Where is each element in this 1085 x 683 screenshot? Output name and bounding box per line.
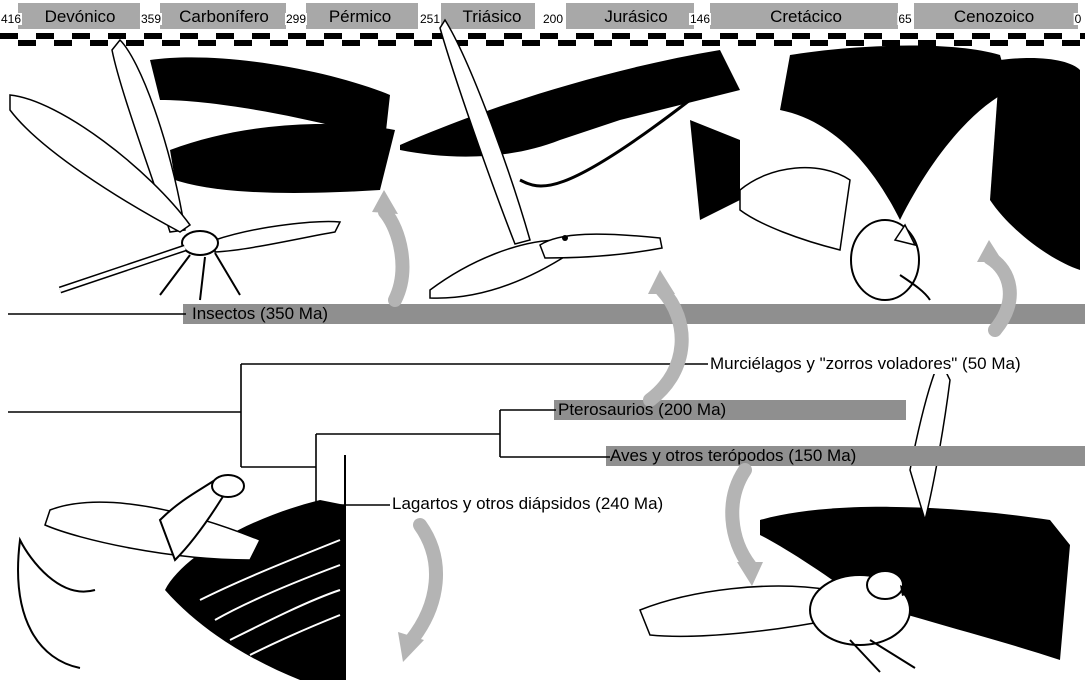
flight-arrow-pterosaurios [650,290,682,400]
flight-arrow-murcielagos [990,258,1010,330]
lineage-label-pterosaurios: Pterosaurios (200 Ma) [556,400,728,420]
lineage-label-murcielagos: Murciélagos y "zorros voladores" (50 Ma) [708,354,1023,374]
flight-arrowhead-insectos [372,190,398,214]
lineage-label-lagartos: Lagartos y otros diápsidos (240 Ma) [390,494,665,514]
lineage-label-aves: Aves y otros terópodos (150 Ma) [608,446,858,466]
flight-arrowhead-pterosaurios [648,270,675,294]
lineage-label-insectos: Insectos (350 Ma) [190,304,330,324]
flight-arrowhead-aves [737,562,763,586]
flight-arrow-insectos [385,212,402,300]
flight-arrow-lagartos [410,525,436,642]
flight-arrow-aves [732,470,750,566]
flight-arrowhead-murcielagos [977,240,1003,262]
